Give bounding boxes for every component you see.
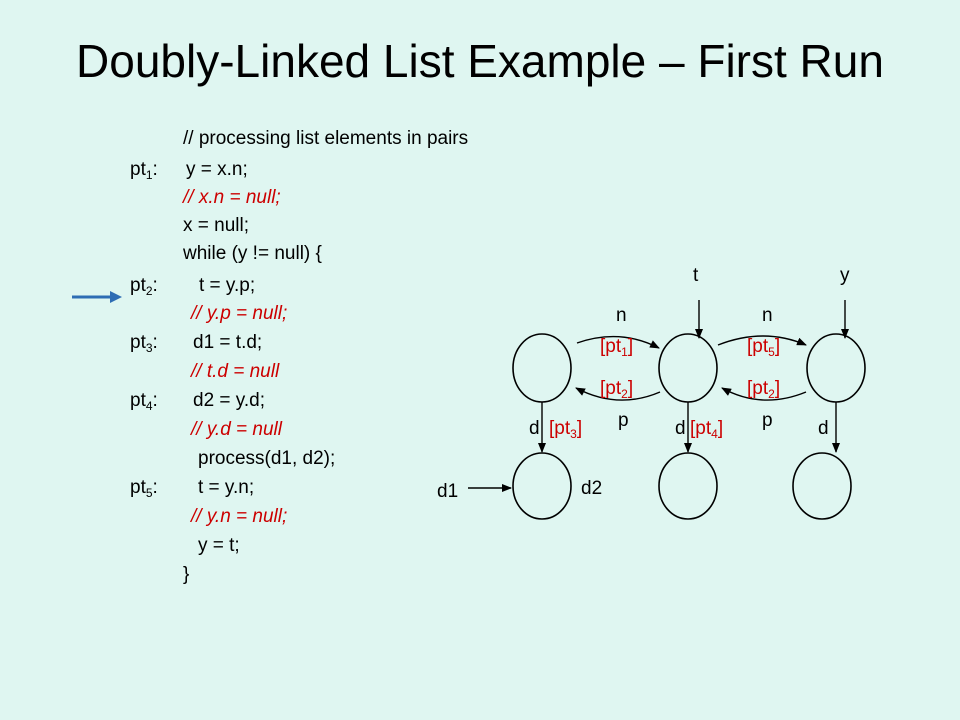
code-header-comment: // processing list elements in pairs xyxy=(183,128,469,149)
annotation-d-left: [pt3] xyxy=(549,418,583,441)
pt3-label: pt3: xyxy=(130,332,158,355)
label-d2: d2 xyxy=(581,478,603,499)
code-comment-5: // y.n = null; xyxy=(191,506,288,527)
code-comment-2: // y.p = null; xyxy=(191,303,288,324)
code-comment-1: // x.n = null; xyxy=(183,187,281,208)
pt5-label: pt5: xyxy=(130,477,158,500)
code-line-2: x = null; xyxy=(183,215,250,236)
annotation-n-right: [pt5] xyxy=(747,336,781,359)
edge-p-right xyxy=(721,387,807,401)
edge-n-right xyxy=(717,335,807,346)
code-line-7: process(d1, d2); xyxy=(198,448,336,469)
code-line-6: d2 = y.d; xyxy=(193,390,266,411)
code-line-3: while (y != null) { xyxy=(183,243,322,264)
code-line-4: t = y.p; xyxy=(199,275,256,296)
code-line-8: t = y.n; xyxy=(198,477,255,498)
code-comment-4: // y.d = null xyxy=(191,419,283,440)
label-d-left: d xyxy=(529,418,540,439)
annotation-p-right: [pt2] xyxy=(747,378,781,401)
annotation-d-middle: [pt4] xyxy=(690,418,724,441)
label-p-right: p xyxy=(762,410,773,431)
label-t: t xyxy=(693,265,699,286)
page-title: Doubly-Linked List Example – First Run xyxy=(76,35,884,87)
edge-n-left xyxy=(576,335,660,349)
edge-p-left xyxy=(575,387,661,401)
arrow-head-icon xyxy=(110,291,122,303)
label-n-left: n xyxy=(616,305,627,326)
label-p-left: p xyxy=(618,410,629,431)
annotation-p-left: [pt2] xyxy=(600,378,634,401)
code-line-10: } xyxy=(183,564,190,585)
node-bottom-middle xyxy=(658,452,718,520)
pt2-label: pt2: xyxy=(130,275,158,298)
node-bottom-right xyxy=(792,452,852,520)
pt4-label: pt4: xyxy=(130,390,158,413)
code-line-5: d1 = t.d; xyxy=(193,332,263,353)
pt1-label: pt1: xyxy=(130,159,158,182)
label-n-right: n xyxy=(762,305,773,326)
code-line-1: y = x.n; xyxy=(186,159,248,180)
annotation-n-left: [pt1] xyxy=(600,336,634,359)
code-line-9: y = t; xyxy=(198,535,240,556)
label-d-middle: d xyxy=(675,418,686,439)
code-comment-3: // t.d = null xyxy=(191,361,280,382)
label-d1: d1 xyxy=(437,481,459,502)
label-y: y xyxy=(840,265,850,286)
node-bottom-left xyxy=(512,452,572,520)
label-d-right: d xyxy=(818,418,829,439)
